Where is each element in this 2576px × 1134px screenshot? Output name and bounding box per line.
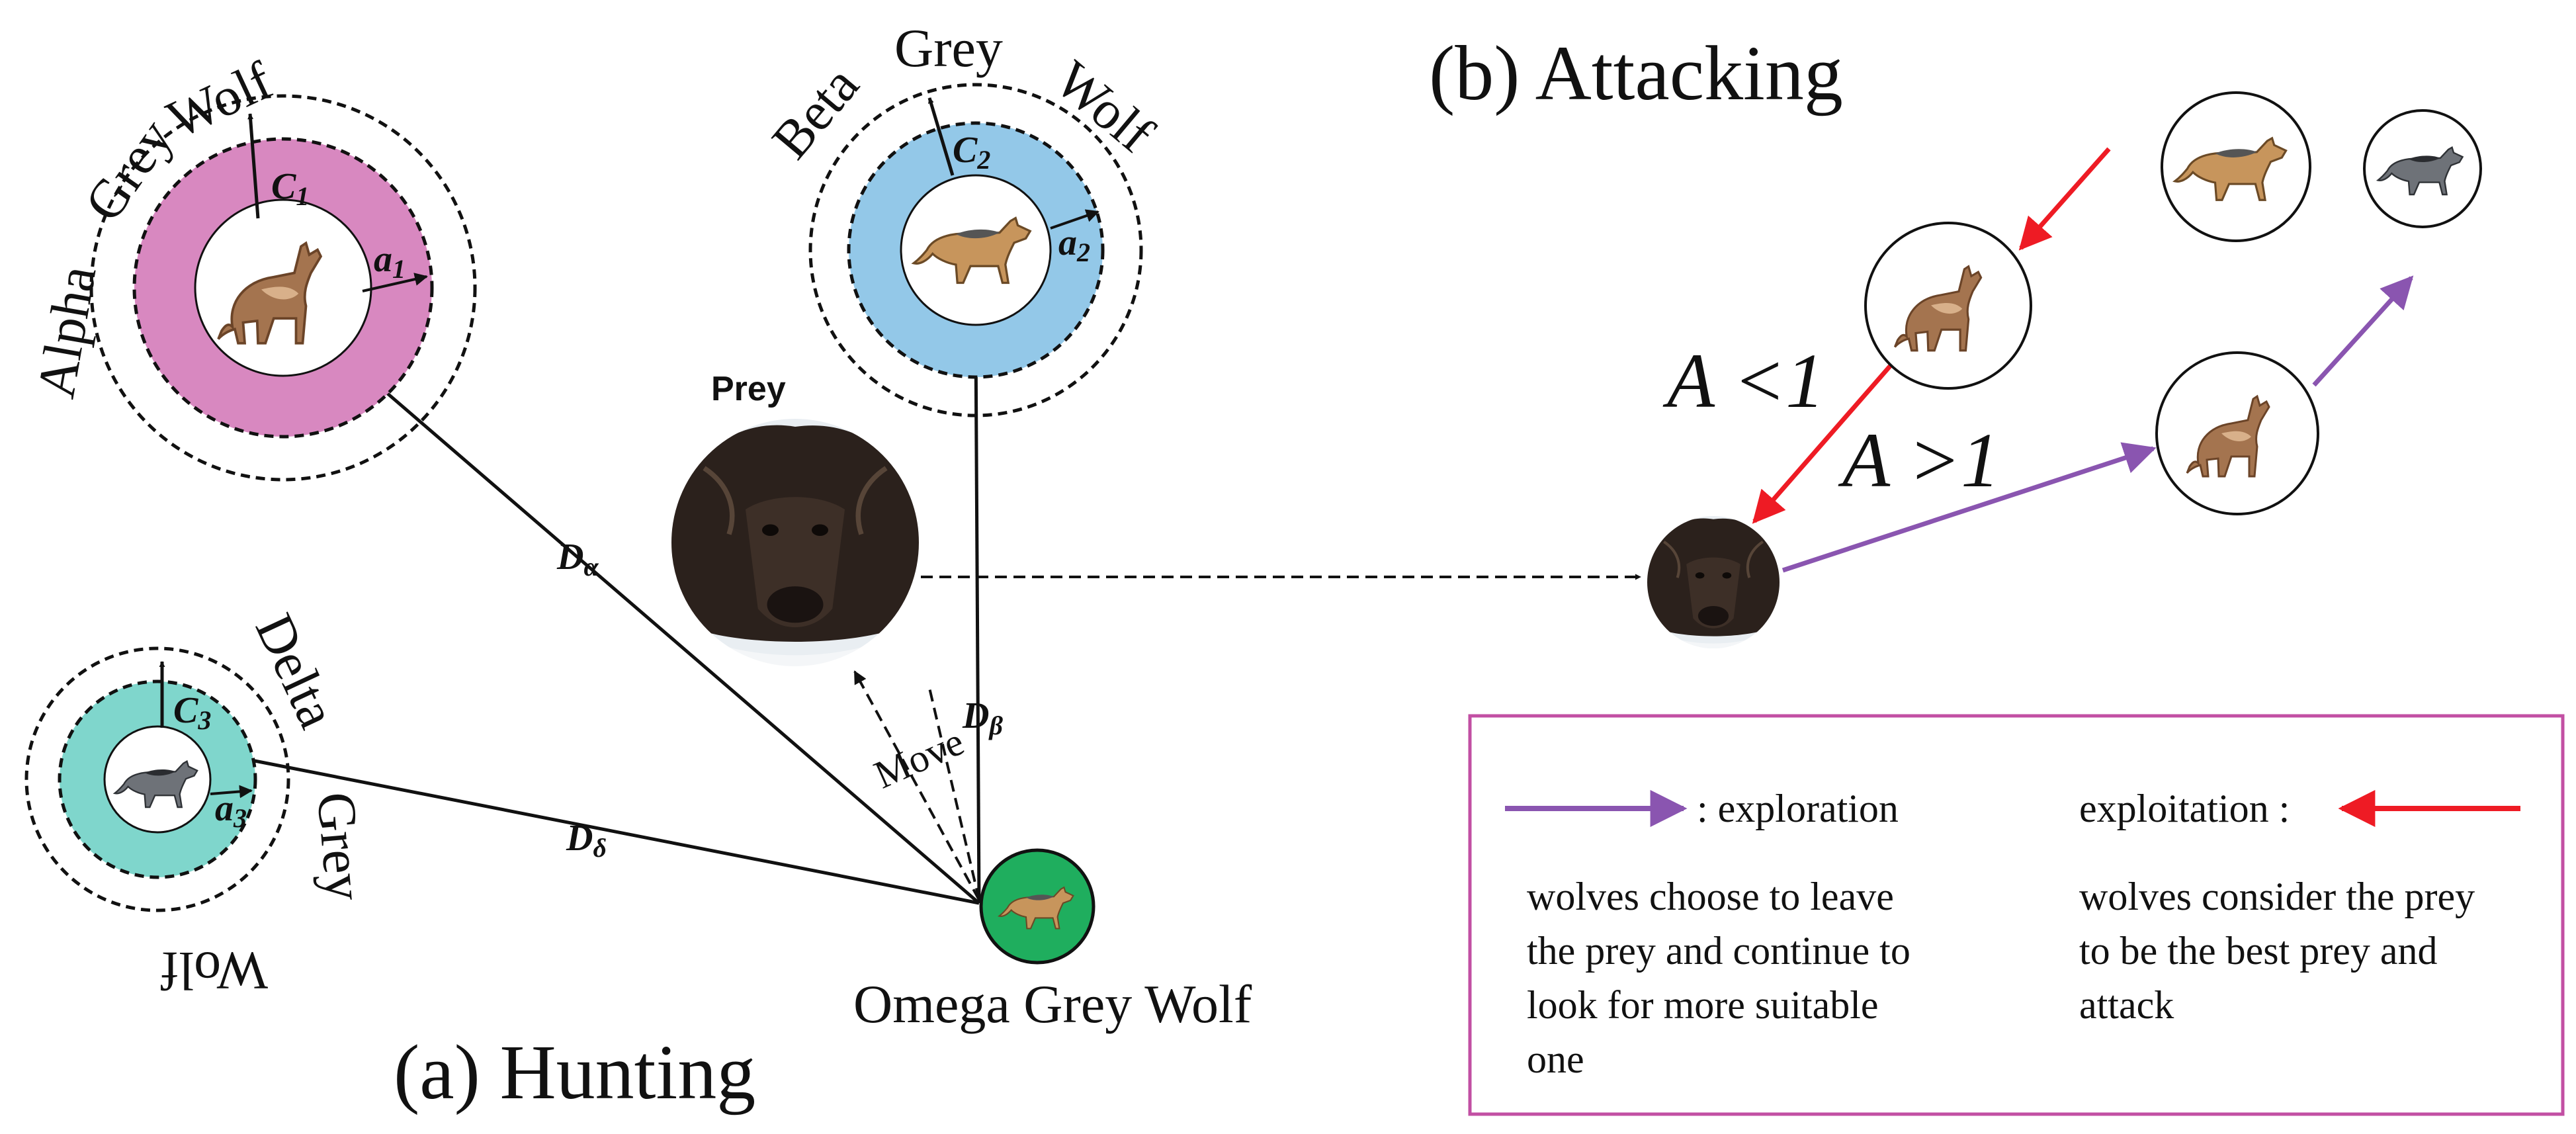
purple-arrow-bottom	[1782, 442, 2157, 573]
purple-arrow-top	[2312, 275, 2414, 387]
beta-outer-circle	[808, 83, 1143, 417]
alpha-omega-line	[348, 359, 980, 904]
hunting-title: (a) Hunting	[394, 1029, 755, 1115]
legend-exploration-desc-4: one	[1527, 1037, 1584, 1081]
alpha-a-label: a1	[374, 239, 406, 284]
a-greater-label: A >1	[1838, 417, 2000, 503]
attacking-title: (b) Attacking	[1429, 30, 1843, 116]
alpha-c-label: C1	[271, 166, 309, 211]
prey-circle-border	[670, 417, 920, 668]
legend-exploitation-desc-3: attack	[2079, 983, 2174, 1027]
alpha-c-arrow	[247, 113, 260, 219]
beta-word-1: Beta	[760, 55, 870, 170]
beta-a-label: a2	[1058, 222, 1090, 267]
beta-c-label: C2	[953, 130, 990, 175]
legend-box: : exploration exploitation : wolves choo…	[1468, 714, 2565, 1116]
beta-wolf-group: C2 a2 Beta Grey Wolf	[760, 18, 1165, 417]
legend-exploitation-desc-2: to be the best prey and	[2079, 929, 2438, 973]
beta-omega-line	[974, 337, 981, 904]
delta-a-label: a3	[215, 788, 247, 833]
delta-omega-line	[254, 759, 980, 905]
beta-word-3: Wolf	[1044, 49, 1165, 164]
attacking-group: A <1 A >1	[1646, 91, 2482, 654]
delta-a-arrow	[210, 785, 253, 799]
prey-image	[671, 410, 920, 675]
legend-border	[1468, 714, 2565, 1116]
legend-exploration-desc-1: wolves choose to leave	[1527, 875, 1894, 918]
delta-c-label: C3	[173, 690, 211, 735]
delta-word-2: Grey	[306, 790, 375, 903]
alpha-word-3: Wolf	[158, 50, 281, 150]
legend-exploration-label: : exploration	[1697, 787, 1899, 830]
legend-exploitation-desc-1: wolves consider the prey	[2079, 875, 2475, 918]
beta-c-arrow	[927, 97, 955, 176]
red-arrow-top	[2018, 147, 2111, 251]
d-delta-label: Dδ	[566, 818, 607, 863]
delta-wolf-group: C3 a3 Delta Grey Wolf	[24, 605, 375, 1001]
legend-exploration-desc-3: look for more suitable	[1527, 983, 1879, 1027]
attack-prey-image	[1646, 510, 1781, 654]
legend-exploration-desc-2: the prey and continue to	[1527, 929, 1911, 973]
alpha-word-1: Alpha	[25, 261, 107, 402]
a-less-label: A <1	[1662, 337, 1825, 424]
omega-wolf-group: Omega Grey Wolf	[853, 848, 1252, 1034]
delta-outer-circle	[24, 646, 290, 912]
omega-label: Omega Grey Wolf	[853, 974, 1252, 1034]
prey-label: Prey	[711, 370, 786, 408]
alpha-outer-circle	[89, 94, 477, 482]
prey-group: Prey	[670, 370, 920, 675]
d-alpha-label: Dα	[556, 537, 599, 582]
delta-word-3: Wolf	[160, 941, 268, 1001]
move-label: Move	[868, 719, 970, 797]
legend-exploitation-label: exploitation :	[2079, 787, 2290, 830]
move-arrow	[853, 670, 980, 900]
alpha-wolf-group: C1 a1 Alpha Grey Wolf	[25, 50, 477, 482]
beta-a-arrow	[1050, 209, 1099, 230]
beta-word-2: Grey	[894, 18, 1003, 78]
delta-word-1: Delta	[244, 605, 349, 736]
d-beta-label: Dβ	[962, 695, 1003, 740]
red-arrow-bottom	[1752, 362, 1894, 524]
alpha-a-arrow	[362, 273, 428, 292]
